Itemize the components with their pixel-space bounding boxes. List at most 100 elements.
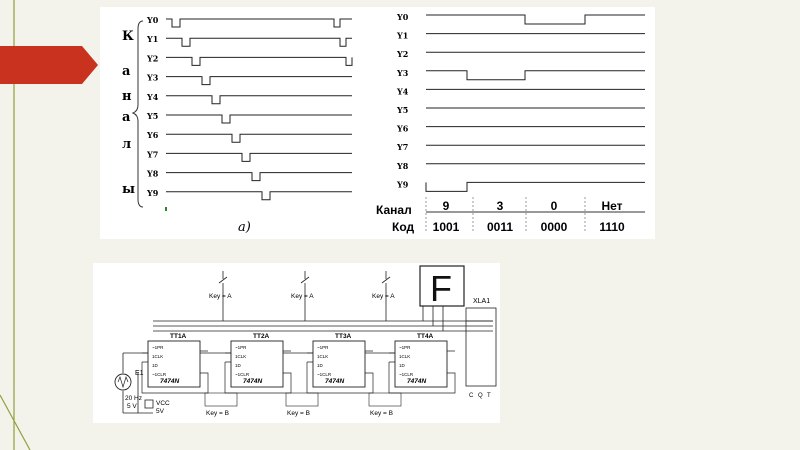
channel-value: Нет [601, 199, 622, 213]
waveform-b [426, 70, 645, 81]
key-label-top: Key = A [372, 293, 395, 300]
key-label-top: Key = A [209, 293, 232, 300]
vcc-value: 5V [156, 408, 165, 415]
channel-label-a: Y5 [146, 111, 158, 121]
key-switch-bottom [204, 392, 238, 407]
waveform-a [166, 133, 352, 143]
channel-label-a: Y9 [146, 188, 159, 198]
vcc-symbol [144, 399, 154, 409]
key-label-bottom: Key = B [287, 410, 310, 417]
channel-label-b: Y6 [396, 124, 409, 134]
flipflop-name: TT4A [417, 333, 434, 340]
channel-label-b: Y7 [396, 142, 408, 152]
analyzer-pin: T [487, 393, 491, 399]
chip-type: 7474N [243, 378, 262, 385]
key-switch-bottom [368, 392, 402, 407]
chip-wiring [388, 350, 456, 394]
signal-source [114, 373, 132, 391]
seven-segment-display [419, 265, 465, 307]
key-switch-bottom [285, 392, 319, 407]
vertical-letter: л [122, 137, 131, 152]
vertical-letter: ы [122, 182, 135, 197]
chip-wiring [224, 350, 292, 394]
chip-pin-label: 1D [235, 363, 242, 368]
channel-label-b: Y0 [396, 12, 409, 22]
key-switch-top [218, 271, 228, 321]
chip-pin-label: ~1PR [399, 345, 411, 350]
channel-label-a: Y4 [146, 92, 159, 102]
waveform-a [166, 114, 352, 124]
display-digit: F [430, 268, 452, 309]
analyzer-pin: C [469, 393, 474, 399]
chip-pin-label: 1D [152, 363, 159, 368]
key-label-top: Key = A [291, 293, 314, 300]
channel-label-a: Y6 [146, 130, 159, 140]
chip-pin-label: 1D [317, 363, 324, 368]
analyzer-pin: Q [478, 393, 483, 399]
channel-label-a: Y8 [146, 169, 159, 179]
chip-wiring [141, 350, 209, 394]
chip-pin-label: ~1PR [235, 345, 247, 350]
waveform-a [166, 191, 352, 201]
chip-type: 7474N [325, 378, 344, 385]
channel-label-b: Y8 [396, 161, 409, 171]
vertical-letter: а [122, 64, 131, 79]
source-voltage: 5 V [127, 403, 137, 410]
waveform-a [166, 18, 352, 28]
channel-value: 9 [443, 199, 450, 213]
flipflop-chip [394, 340, 448, 388]
channel-value: 3 [497, 199, 504, 213]
channel-label-b: Y9 [396, 179, 409, 189]
chip-pin-label: 1CLK [152, 354, 163, 359]
code-row-label: Код [392, 220, 414, 234]
analyzer-label: XLA1 [473, 298, 490, 305]
flipflop-name: TT3A [335, 333, 352, 340]
code-value: 1110 [599, 220, 625, 234]
waveform-a [166, 172, 352, 182]
caption-a: а) [238, 220, 251, 235]
slide-arrow-shape [0, 46, 98, 84]
chip-pin-label: ~1CLR [152, 372, 167, 377]
vertical-letter: а [122, 110, 131, 125]
chip-pin-label: ~1CLR [235, 372, 250, 377]
waveform-a [166, 95, 352, 105]
chip-type: 7474N [407, 378, 426, 385]
channel-label-b: Y4 [396, 86, 409, 96]
flipflop-name: TT2A [253, 333, 270, 340]
channel-row-label: Канал [376, 203, 412, 217]
key-switch-top [300, 271, 310, 321]
chip-pin-label: ~1PR [152, 345, 164, 350]
key-label-bottom: Key = B [206, 410, 229, 417]
chip-wiring [306, 350, 374, 394]
code-value: 0000 [541, 220, 568, 234]
chip-pin-label: ~1CLR [399, 372, 414, 377]
waveform-b [426, 14, 645, 25]
vertical-letter: н [122, 89, 132, 104]
channel-label-b: Y5 [396, 105, 408, 115]
channel-label-b: Y1 [396, 31, 408, 41]
chip-pin-label: 1CLK [399, 354, 410, 359]
channel-value: 0 [551, 199, 558, 213]
channel-label-a: Y1 [146, 34, 158, 44]
chip-pin-label: 1D [399, 363, 406, 368]
channel-label-a: Y2 [146, 53, 158, 63]
code-value: 0011 [487, 220, 513, 234]
source-frequency: 20 Hz [125, 395, 142, 402]
channel-label-b: Y3 [396, 68, 409, 78]
key-label-bottom: Key = B [370, 410, 393, 417]
code-value: 1001 [433, 220, 460, 234]
waveform-b [425, 181, 645, 192]
vcc-label: VCC [156, 400, 170, 407]
chip-pin-label: 1CLK [235, 354, 246, 359]
channel-label-a: Y3 [146, 73, 159, 83]
waveform-a [166, 152, 352, 162]
source-name: E1 [135, 370, 144, 377]
waveform-a [166, 76, 352, 86]
chip-pin-label: ~1PR [317, 345, 329, 350]
channel-label-a: Y7 [146, 149, 158, 159]
